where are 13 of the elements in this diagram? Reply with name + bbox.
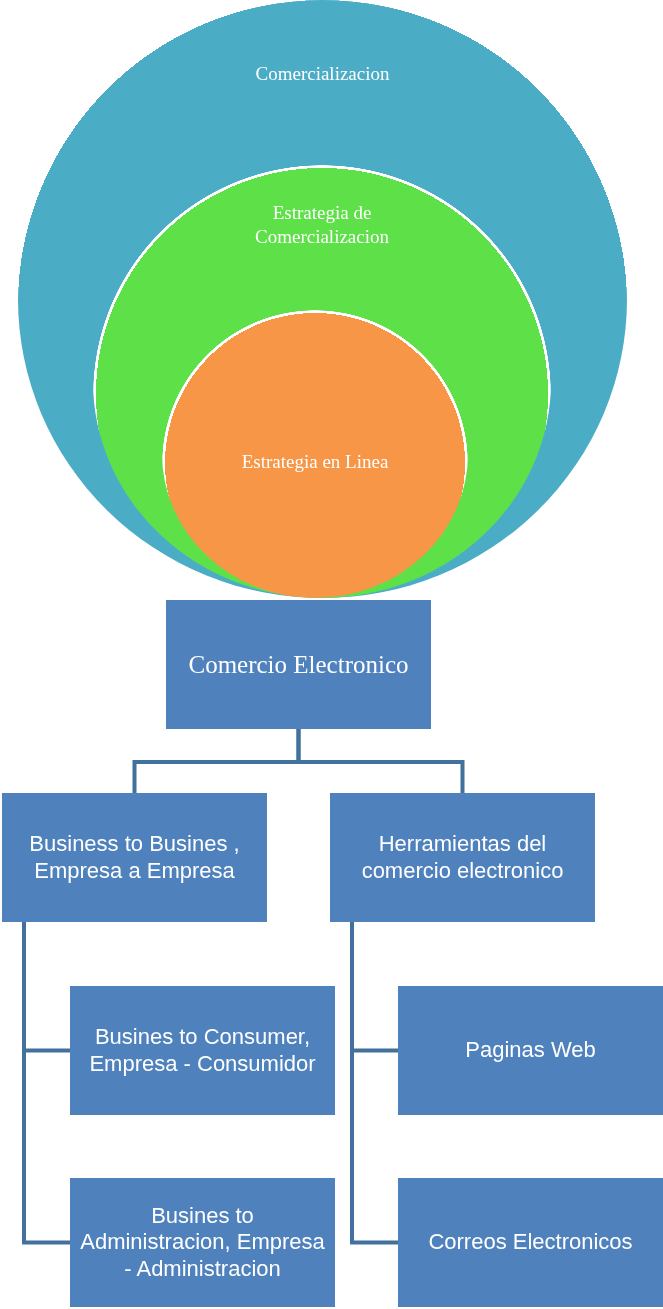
connector-line — [296, 729, 465, 793]
connector-line — [22, 922, 70, 1245]
process-box: Herramientas del comercio electronico — [330, 793, 595, 922]
circle-label: Estrategia en Linea — [241, 450, 389, 474]
process-box: Correos Electronicos — [398, 1178, 663, 1307]
circle-label: Estrategia de Comercializacion — [254, 201, 390, 249]
circle-label: Comercializacion — [255, 62, 390, 86]
process-box: Busines to Consumer, Empresa - Consumidor — [70, 986, 335, 1115]
process-box: Business to Busines , Empresa a Empresa — [2, 793, 267, 922]
process-box: Paginas Web — [398, 986, 663, 1115]
process-box: Comercio Electronico — [166, 600, 431, 729]
connector-line — [350, 922, 398, 1245]
process-box: Busines to Administracion, Empresa - Administracion — [70, 1178, 335, 1307]
